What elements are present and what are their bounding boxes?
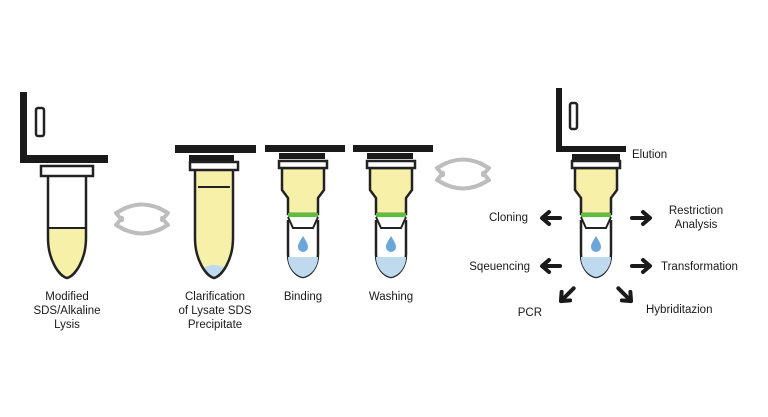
elution-label: Elution <box>632 149 668 161</box>
tube-body <box>46 176 88 280</box>
sequencing-label: Sqeuencing <box>469 261 530 273</box>
dark-arrow-icon <box>540 210 562 226</box>
liquid-drop-icon <box>386 236 396 252</box>
clarification-label: Clarification of Lysate SDS Precipitate <box>178 291 252 331</box>
liquid-drop-icon <box>298 236 308 252</box>
tube-rim <box>39 164 95 178</box>
binding-tube <box>265 145 345 279</box>
lysis-label: Modified SDS/Alkaline Lysis <box>33 291 101 331</box>
elution-tube <box>556 88 626 279</box>
silica-membrane <box>376 213 406 217</box>
precipitate-pellet <box>203 265 225 278</box>
pcr-label: PCR <box>517 307 542 319</box>
dark-arrow-icon <box>630 258 652 274</box>
dark-arrow-icon <box>540 258 562 274</box>
clarification-tube <box>175 145 256 280</box>
hybridization-label: Hybriditazion <box>646 304 713 316</box>
liquid-drop-icon <box>591 236 601 252</box>
dark-arrow-icon <box>557 284 578 305</box>
exchange-arrows-icon <box>114 202 170 236</box>
dark-arrow-icon <box>630 210 652 226</box>
tube-body <box>193 166 235 280</box>
restriction-label: Restriction Analysis <box>668 205 724 231</box>
silica-membrane <box>581 213 611 217</box>
binding-label: Binding <box>283 291 323 303</box>
transformation-label: Transformation <box>661 261 738 273</box>
dark-arrow-icon <box>614 284 635 305</box>
silica-membrane <box>288 213 318 217</box>
tube-lid <box>556 88 626 152</box>
washing-label: Washing <box>368 291 414 303</box>
washing-tube <box>353 145 433 279</box>
exchange-arrows-icon <box>435 157 491 191</box>
tube-lid <box>175 145 256 153</box>
lysate-liquid <box>48 228 86 278</box>
lysis-tube <box>20 92 108 280</box>
lid-hinge <box>34 106 46 138</box>
tube-lid <box>20 92 108 163</box>
cloning-label: Cloning <box>489 212 528 224</box>
